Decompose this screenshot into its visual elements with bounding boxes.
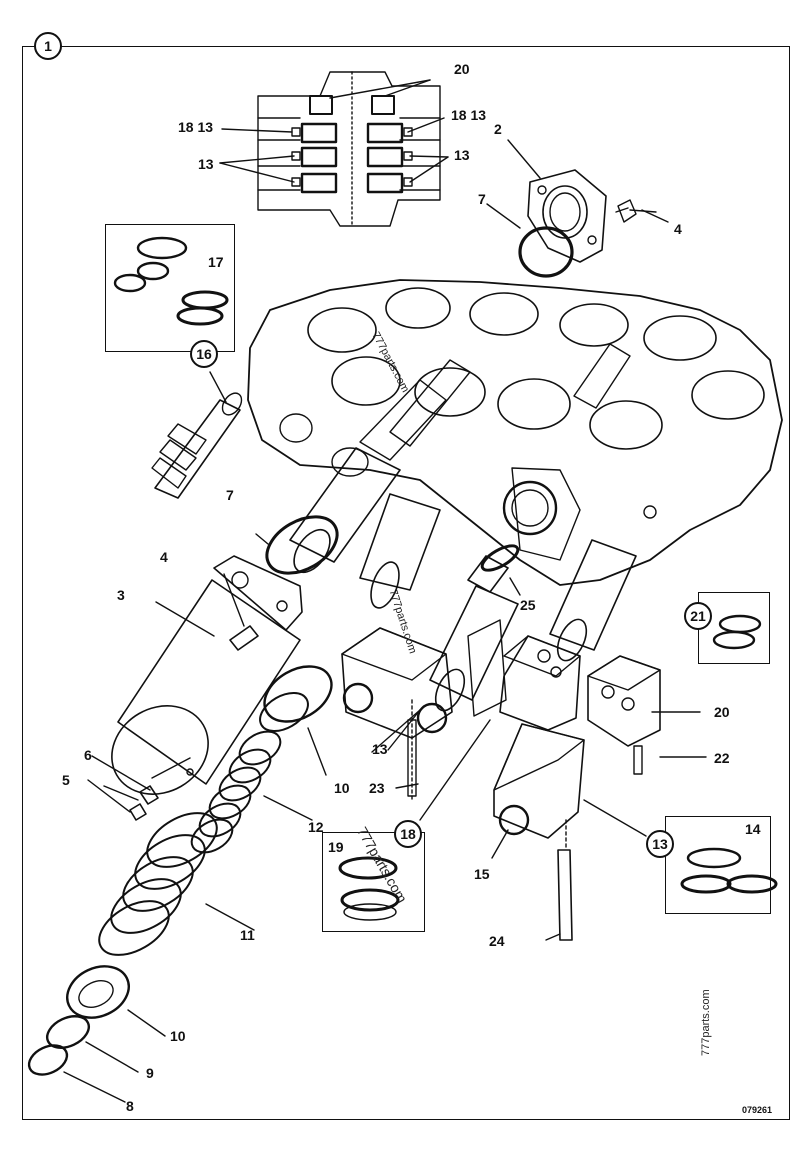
callout-20-top: 20	[454, 61, 470, 77]
callout-16-circled: 16	[190, 340, 218, 368]
callout-13-right: 13	[454, 147, 470, 163]
solenoid-blocks	[155, 371, 707, 941]
callout-11: 11	[240, 927, 255, 943]
drawing-frame	[22, 46, 790, 1120]
callout-10-bottom: 10	[170, 1028, 186, 1044]
springs-11-12	[98, 665, 333, 956]
callout-21-circled: 21	[684, 602, 712, 630]
seal-kit-box-17	[105, 224, 235, 352]
callout-13-bottom: 13	[372, 741, 388, 757]
figure-number-badge: 1	[34, 32, 62, 60]
callout-13-left: 13	[198, 156, 214, 172]
spring-cap-3	[111, 555, 303, 795]
drawing-number: 079261	[742, 1105, 773, 1115]
callout-6: 6	[84, 747, 92, 763]
callout-12: 12	[308, 819, 324, 835]
callout-22: 22	[714, 750, 730, 766]
callout-10-mid: 10	[334, 780, 350, 796]
main-valve-body	[247, 279, 783, 586]
callout-8: 8	[126, 1098, 134, 1114]
callout-13-circled: 13	[646, 830, 674, 858]
spool-assemblies	[265, 343, 637, 712]
callout-18-13-left: 18 13	[178, 119, 214, 135]
seal-kit-17	[113, 236, 229, 326]
callout-2: 2	[494, 121, 502, 137]
callout-9: 9	[146, 1065, 154, 1081]
callout-20-right: 20	[714, 704, 730, 720]
callout-19: 19	[328, 839, 344, 855]
valve-block-plan-view	[219, 71, 449, 227]
watermark-4: 777parts.com	[700, 989, 712, 1056]
seal-kit-box-19	[322, 832, 425, 932]
callout-23: 23	[369, 780, 385, 796]
callout-7-top: 7	[478, 191, 486, 207]
callout-3: 3	[117, 587, 125, 603]
spool-16	[151, 392, 243, 499]
callout-4-top: 4	[674, 221, 682, 237]
end-cover-assembly	[486, 139, 669, 278]
seal-kit-box-14	[665, 816, 771, 914]
seal-kit-box-21	[698, 592, 770, 664]
retainer-washers-circlip	[27, 755, 191, 1103]
callout-24: 24	[489, 933, 505, 949]
callout-25: 25	[520, 597, 536, 613]
callout-5: 5	[62, 772, 70, 788]
callout-4-mid: 4	[160, 549, 168, 565]
seal-kits-contents	[338, 614, 778, 921]
callout-17: 17	[208, 254, 224, 270]
callout-18-13-right: 18 13	[451, 107, 487, 123]
callout-7-mid: 7	[226, 487, 234, 503]
callout-14: 14	[745, 821, 761, 837]
callout-15: 15	[474, 866, 490, 882]
callout-18-circled: 18	[394, 820, 422, 848]
